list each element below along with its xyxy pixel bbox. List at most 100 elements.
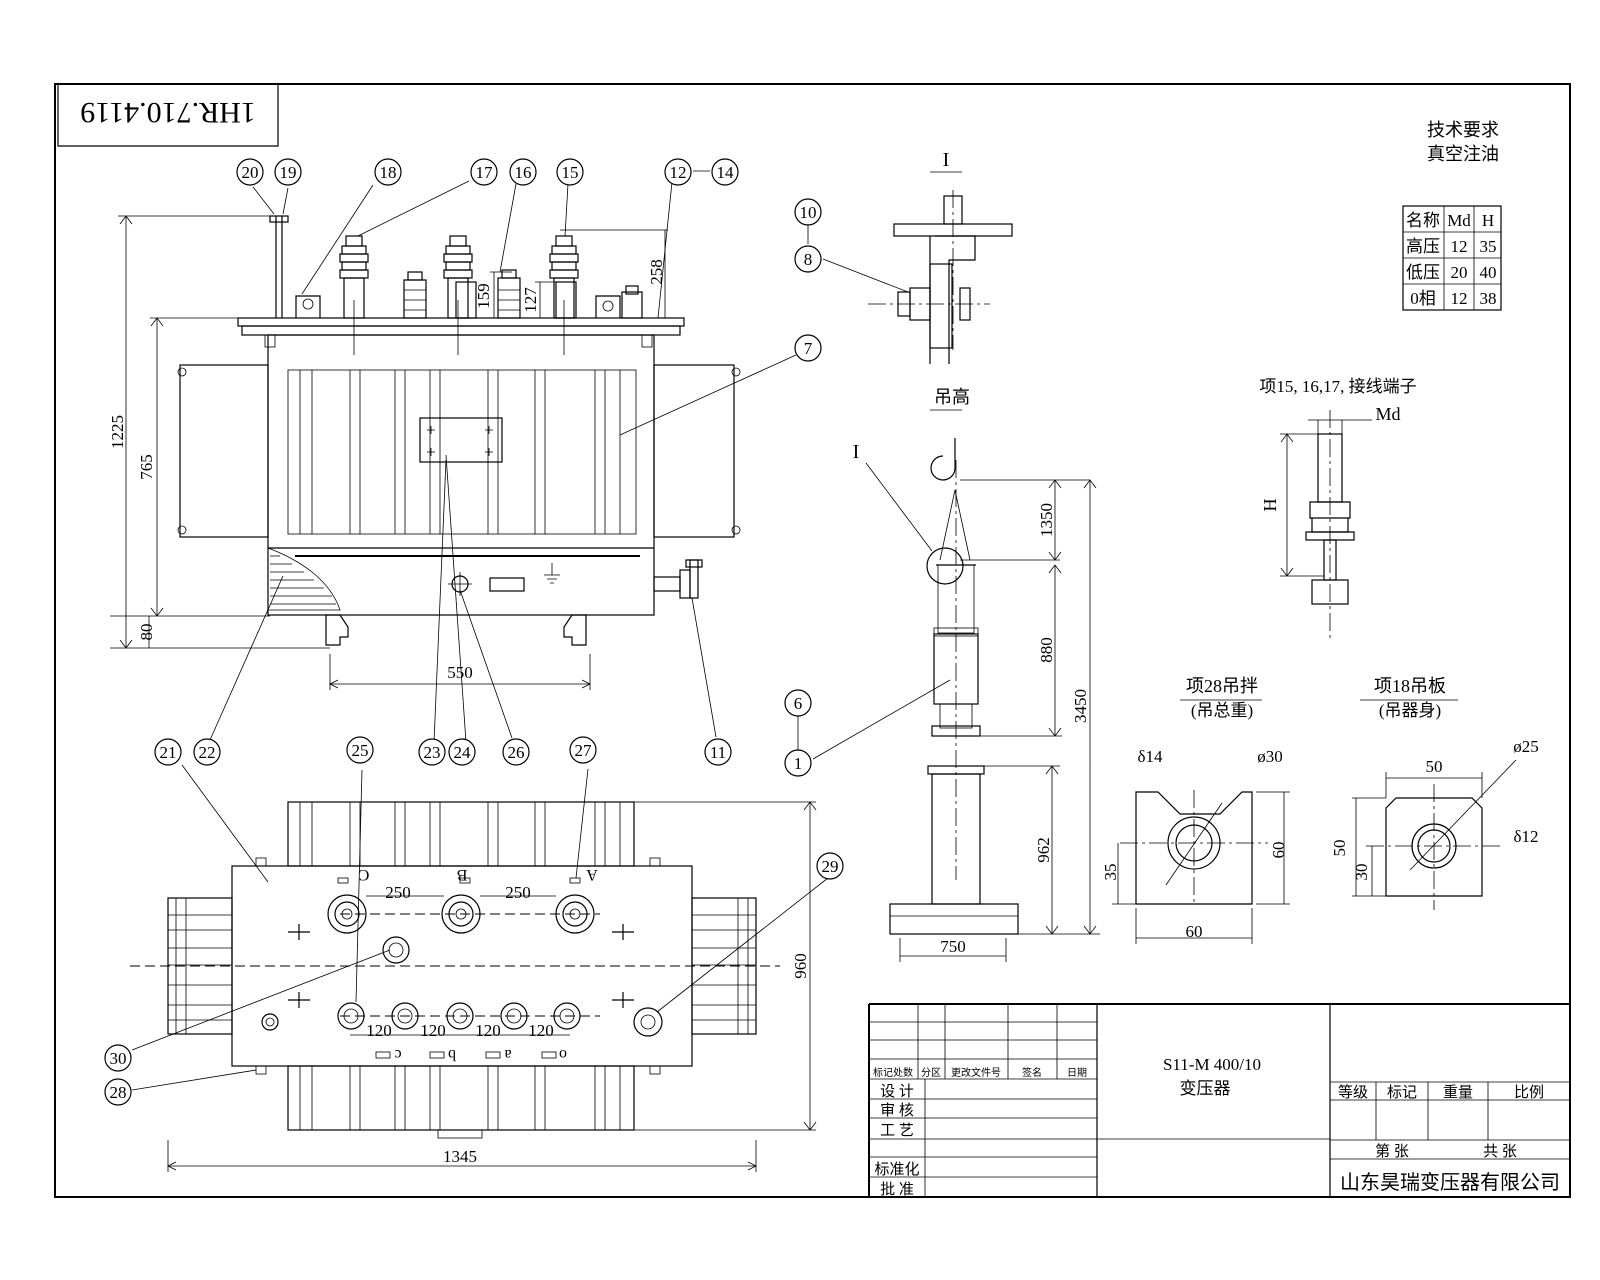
part-balloon xyxy=(569,736,597,764)
part-balloon-label: 14 xyxy=(717,163,735,182)
part-balloon-label: 12 xyxy=(670,163,687,182)
part-balloon-label: 23 xyxy=(424,743,441,762)
part-balloon-label: 6 xyxy=(794,694,803,713)
part-balloon xyxy=(418,738,446,766)
lv-phase-label: o xyxy=(559,1046,567,1063)
dim-pitch-250-a: 250 xyxy=(385,883,411,902)
part-balloon xyxy=(664,158,692,186)
part-balloon xyxy=(346,736,374,764)
dim-pitch-250-b: 250 xyxy=(505,883,531,902)
notes-heading: 技术要求 xyxy=(1427,120,1499,140)
part-balloon xyxy=(448,738,476,766)
lug28-thickness: δ14 xyxy=(1137,747,1163,766)
part-balloon xyxy=(509,158,537,186)
front-view xyxy=(110,215,741,690)
lug18-subtitle: (吊器身) xyxy=(1379,701,1441,720)
title-company: 山东昊瑞变压器有限公司 xyxy=(1340,1171,1560,1194)
hv-phase-label: A xyxy=(586,866,598,883)
leader-lines xyxy=(131,170,951,1091)
title-column-header: 等级 xyxy=(1338,1083,1368,1101)
title-sign-row: 工 艺 xyxy=(880,1122,914,1139)
dim-258: 258 xyxy=(647,259,666,285)
part-balloon-label: 19 xyxy=(280,163,297,182)
part-balloon xyxy=(784,749,812,777)
part-balloon-label: 21 xyxy=(160,743,177,762)
part-balloon-label: 24 xyxy=(454,743,472,762)
title-revision-header: 标记处数 xyxy=(873,1066,913,1079)
lug28-height: 60 xyxy=(1269,842,1288,859)
hv-bushing-b xyxy=(443,235,473,355)
lug18-height: 50 xyxy=(1330,840,1349,857)
title-sheet-no: 第 张 xyxy=(1375,1142,1409,1160)
part-balloon-label: 17 xyxy=(476,163,494,182)
title-sign-row: 设 计 xyxy=(880,1083,914,1100)
terminal-table-cell: 38 xyxy=(1480,289,1497,308)
terminal-table-cell: 低压 xyxy=(1406,263,1440,282)
part-balloon-label: 8 xyxy=(804,250,813,269)
part-balloon-label: 11 xyxy=(710,743,726,762)
terminal-md-label: Md xyxy=(1375,404,1400,424)
title-column-header: 重量 xyxy=(1443,1084,1473,1101)
drawing-number-box: 1HR.710.4119 xyxy=(57,84,279,147)
terminal-table-header: H xyxy=(1482,211,1494,230)
title-revision-header: 更改文件号 xyxy=(951,1066,1001,1079)
lv-phase-label: c xyxy=(394,1046,401,1063)
dim-pitch-120-d: 120 xyxy=(528,1021,554,1040)
lifting-diagram xyxy=(889,409,1100,962)
title-revision-header: 分区 xyxy=(921,1067,941,1079)
terminal-table-cell: 0相 xyxy=(1410,289,1436,308)
hv-phase-label: B xyxy=(457,866,468,883)
part-balloon-label: 10 xyxy=(800,203,817,222)
dim-3450: 3450 xyxy=(1071,689,1090,723)
drawing-number: 1HR.710.4119 xyxy=(80,96,256,129)
part-balloon-label: 29 xyxy=(822,857,839,876)
dim-765: 765 xyxy=(137,454,156,480)
terminal-table-cell: 40 xyxy=(1480,263,1497,282)
part-balloon xyxy=(274,158,302,186)
part-balloon-label: 16 xyxy=(515,163,532,182)
title-name: 变压器 xyxy=(1180,1079,1231,1098)
title-column-header: 标记 xyxy=(1387,1084,1417,1101)
lug18-detail xyxy=(1352,699,1517,910)
terminal-table-header: 名称 xyxy=(1406,211,1440,230)
part-balloon xyxy=(374,158,402,186)
dim-550: 550 xyxy=(447,663,473,682)
title-column-header: 比例 xyxy=(1514,1084,1544,1101)
part-balloon xyxy=(470,158,498,186)
notes-line: 真空注油 xyxy=(1427,144,1499,164)
lug28-width: 60 xyxy=(1186,922,1203,941)
lug18-title: 项18吊板 xyxy=(1374,676,1446,696)
lug18-thickness: δ12 xyxy=(1513,827,1538,846)
part-balloon-label: 15 xyxy=(562,163,579,182)
part-balloon-label: 26 xyxy=(508,743,525,762)
part-balloon xyxy=(794,245,822,273)
title-sign-row: 标准化 xyxy=(874,1161,919,1178)
lv-phase-label: b xyxy=(448,1046,456,1063)
hv-bushing-a xyxy=(549,235,579,355)
title-sign-row: 批 准 xyxy=(880,1181,914,1198)
part-balloon xyxy=(816,852,844,880)
dim-1225: 1225 xyxy=(108,415,127,449)
part-balloon xyxy=(236,158,264,186)
lifting-caption: 吊高 xyxy=(934,387,970,407)
lv-phase-label: a xyxy=(504,1046,511,1063)
title-model: S11-M 400/10 xyxy=(1163,1055,1261,1074)
hv-bushing-c xyxy=(339,235,369,355)
part-balloon-label: 28 xyxy=(110,1083,127,1102)
hv-phase-label: C xyxy=(359,866,370,883)
lug18-center: 30 xyxy=(1352,864,1371,881)
lug18-diameter: ø25 xyxy=(1513,737,1539,756)
part-balloon-label: 27 xyxy=(575,741,593,760)
dim-962: 962 xyxy=(1034,837,1053,863)
dim-1350: 1350 xyxy=(1037,503,1056,537)
part-balloon xyxy=(794,198,822,226)
part-balloon xyxy=(104,1078,132,1106)
dim-880: 880 xyxy=(1037,637,1056,663)
terminal-table-cell: 35 xyxy=(1480,237,1497,256)
terminal-table-cell: 20 xyxy=(1451,263,1468,282)
part-balloon xyxy=(704,738,732,766)
section-i-detail xyxy=(868,171,1013,364)
terminal-table-cell: 12 xyxy=(1451,237,1468,256)
